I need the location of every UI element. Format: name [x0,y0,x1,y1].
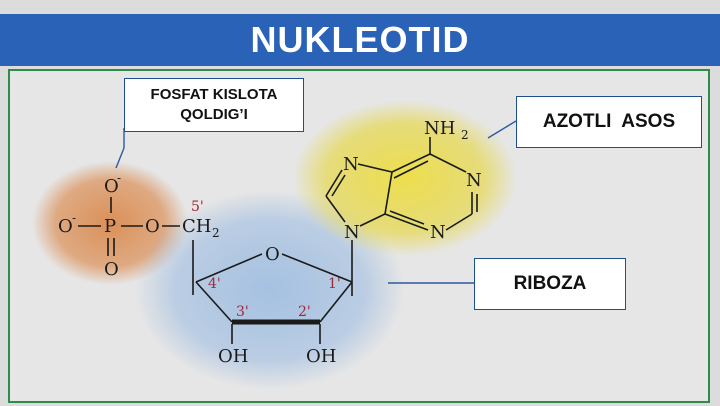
carbon-1-label: 1' [328,276,341,292]
azot-label: AZOTLI ASOS [542,111,676,132]
phosphate-o-bottom: O [104,259,119,280]
fosfat-connector-diag [115,147,125,169]
phosphate-p: P [104,216,116,237]
bond-c6-c6b [393,160,429,179]
carbon-3-label: 3' [236,304,249,320]
riboza-label: RIBOZA [513,273,587,294]
bond-n7-c5 [357,163,393,173]
carbon-5-label: 5' [191,199,204,215]
fosfat-label-line1: FOSFAT KISLOTA [150,86,278,103]
base-n3: N [430,222,446,243]
carbon-4-label: 4' [208,276,221,292]
bond-n3-c4b-double [389,210,425,225]
riboza-label-box: RIBOZA [474,258,626,310]
fosfat-label-line2: QOLDIG’I [180,106,248,123]
amino-subscript: 2 [461,128,469,142]
page-title: NUKLEOTID [250,19,470,60]
hydroxyl-2: OH [306,346,336,367]
azot-label-box: AZOTLI ASOS [516,96,702,148]
ring-c4-o [195,253,263,283]
bond-c2-n3 [445,213,473,231]
fosfat-label-box: FOSFAT KISLOTA QOLDIG’I [124,78,304,132]
phosphate-o-top: O [104,176,119,197]
bond-c8-n7 [325,169,343,197]
base-n7: N [343,154,359,175]
ch2-subscript: 2 [212,226,220,240]
ring-oxygen: O [265,244,280,265]
ring-o-c1 [281,253,353,283]
phosphate-o-left: O [58,216,73,237]
bond-c5-c4b [384,171,393,215]
base-n9: N [344,222,360,243]
carbon-2-label: 2' [298,304,311,320]
base-glow [293,100,517,256]
phosphate-minus-left: - [72,211,76,225]
phosphate-o-right: O [145,216,160,237]
base-n1: N [466,170,482,191]
bond-c4b-n9 [359,213,386,227]
azot-connector [487,120,517,139]
bond-n3-c4b [384,213,429,231]
bond-c6-n1 [429,153,467,173]
bond-n9-c8 [325,195,346,223]
hydroxyl-3: OH [218,346,248,367]
ring-c2-c1 [319,281,353,323]
ch2-group: CH [182,216,211,237]
bond-c5-c6 [391,153,431,173]
bond-c8-n7-double [331,174,346,197]
title-bar: NUKLEOTID [0,14,720,66]
amino-group: NH [424,118,455,139]
phosphate-minus-top: - [117,171,121,185]
ring-c4-c3 [195,281,233,323]
